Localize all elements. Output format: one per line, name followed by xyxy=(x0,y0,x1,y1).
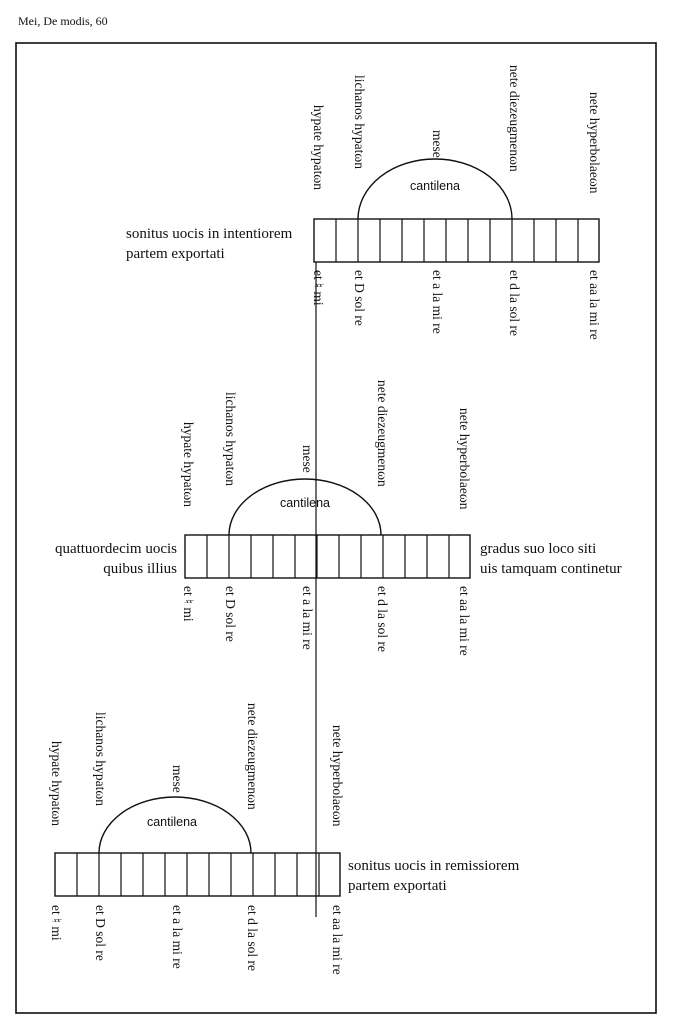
staff-lower: cantilena sonitus uocis in remissiorem p… xyxy=(49,703,520,975)
label-d-sol-re: et D sol re xyxy=(223,586,238,642)
staff-cells xyxy=(206,535,450,578)
diagram-frame xyxy=(15,42,657,1014)
staff-cells xyxy=(76,853,320,896)
label-lichanos-hypaton: lichanos hypatωn xyxy=(223,392,238,486)
label-nete-diezeugmenon: nete diezeugmenωn xyxy=(507,65,522,172)
label-hypate-hypaton: hypate hypatωn xyxy=(311,105,326,190)
label-b-mi: et ♮ mi xyxy=(311,270,326,306)
side-text-line-2: partem exportati xyxy=(348,878,447,894)
label-d-sol-re: et D sol re xyxy=(93,905,108,961)
label-d-la-sol-re: et d la sol re xyxy=(245,905,260,971)
cantilena-label: cantilena xyxy=(147,815,197,829)
label-a-la-mi-re: et a la mi re xyxy=(300,586,315,650)
label-d-sol-re: et D sol re xyxy=(352,270,367,326)
cantilena-label: cantilena xyxy=(410,179,460,193)
label-b-mi: et ♮ mi xyxy=(181,586,196,622)
page-header: Mei, De modis, 60 xyxy=(18,14,108,28)
label-a-la-mi-re: et a la mi re xyxy=(430,270,445,334)
cantilena-arc xyxy=(228,478,382,536)
side-text-right-line-1: gradus suo loco siti xyxy=(480,541,596,557)
label-nete-diezeugmenon: nete diezeugmenωn xyxy=(375,380,390,487)
staff-box xyxy=(54,852,341,897)
side-text-line-1: sonitus uocis in remissiorem xyxy=(348,858,520,874)
staff-cells xyxy=(335,219,579,262)
label-b-mi: et ♮ mi xyxy=(49,905,64,941)
side-text-right-line-2: uis tamquam continetur xyxy=(480,561,622,577)
cantilena-label: cantilena xyxy=(280,496,330,510)
label-mese: mese xyxy=(430,130,445,158)
label-hypate-hypaton: hypate hypatωn xyxy=(49,741,64,826)
label-nete-hyperbolaeon: nete hyperbolaeωn xyxy=(587,92,602,194)
label-nete-diezeugmenon: nete diezeugmenωn xyxy=(245,703,260,810)
label-a-la-mi-re: et a la mi re xyxy=(170,905,185,969)
staff-box xyxy=(313,218,600,263)
staff-middle: cantilena quattuordecim uocis quibus ill… xyxy=(55,380,622,656)
label-d-la-sol-re: et d la sol re xyxy=(507,270,522,336)
label-aa-la-mi-re: et aa la mi re xyxy=(457,586,472,656)
side-text-line-1: sonitus uocis in intentiorem xyxy=(126,226,293,242)
side-text-line-2: partem exportati xyxy=(126,246,225,262)
label-aa-la-mi-re: et aa la mi re xyxy=(587,270,602,340)
side-text-left-line-1: quattuordecim uocis xyxy=(55,541,177,557)
staff-box xyxy=(184,534,471,579)
cantilena-arc xyxy=(357,158,513,220)
label-nete-hyperbolaeon: nete hyperbolaeωn xyxy=(457,408,472,510)
label-lichanos-hypaton: lichanos hypatωn xyxy=(352,75,367,169)
label-mese: mese xyxy=(170,765,185,793)
label-d-la-sol-re: et d la sol re xyxy=(375,586,390,652)
cantilena-arc xyxy=(98,796,252,854)
label-lichanos-hypaton: lichanos hypatωn xyxy=(93,712,108,806)
side-text-left-line-2: quibus illius xyxy=(103,561,177,577)
label-nete-hyperbolaeon: nete hyperbolaeωn xyxy=(330,725,345,827)
label-aa-la-mi-re: et aa la mi re xyxy=(330,905,345,975)
staff-upper: cantilena sonitus uocis in intentiorem p… xyxy=(126,65,602,340)
label-hypate-hypaton: hypate hypatωn xyxy=(181,422,196,507)
label-mese: mese xyxy=(300,445,315,473)
